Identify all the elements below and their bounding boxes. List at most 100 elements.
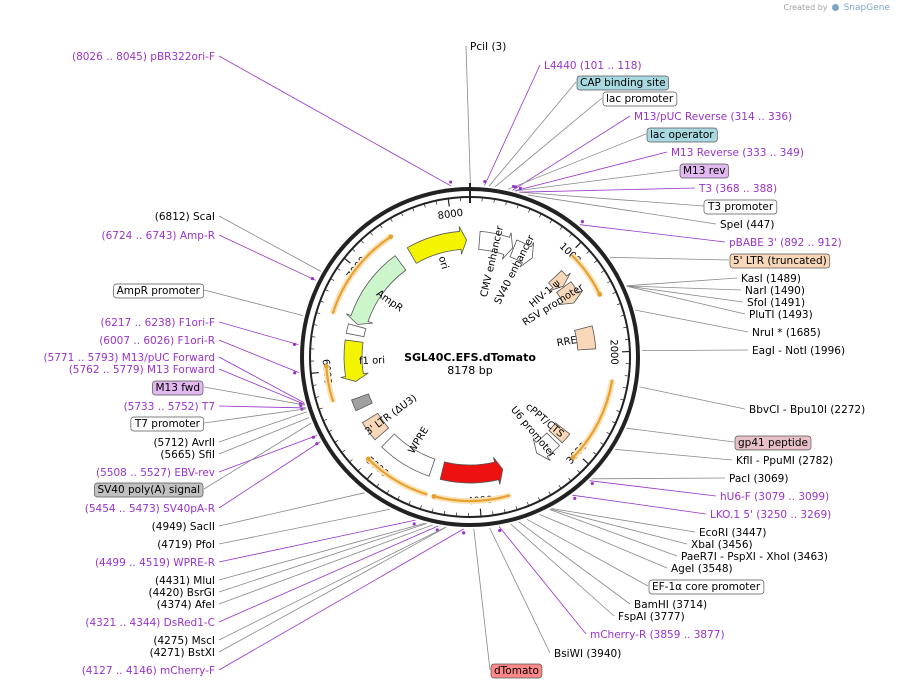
site-label-nari-1490[interactable]: NarI (1490) (745, 285, 805, 297)
feature-cppt-cts[interactable] (548, 422, 571, 444)
feature-3-ltr-u3[interactable] (361, 412, 390, 441)
feature-rsv-promoter[interactable] (555, 281, 584, 306)
site-label-5508-5527-ebv-rev[interactable]: (5508 .. 5527) EBV-rev (96, 467, 215, 479)
feature-tag-ampr-promoter[interactable]: AmpR promoter (117, 285, 201, 297)
leader-mcherry-r-3859-3877 (498, 526, 587, 635)
site-label-5712-avrii[interactable]: (5712) AvrII (153, 437, 215, 449)
minor-tick (526, 501, 530, 506)
site-label-5733-5752-t7[interactable]: (5733 .. 5752) T7 (124, 401, 215, 413)
feature-tag-m13-fwd[interactable]: M13 fwd (155, 382, 200, 394)
feature-ampr[interactable] (346, 255, 407, 325)
primer-mark-5508-5527-ebv-rev (311, 435, 315, 439)
feature-u6-promoter[interactable] (532, 432, 561, 461)
site-label-8026-8045-pbr322ori-f[interactable]: (8026 .. 8045) pBR322ori-F (72, 51, 215, 63)
minor-tick (318, 407, 323, 410)
site-label-nrui-1685[interactable]: NruI * (1685) (752, 327, 821, 339)
site-label-spei-447[interactable]: SpeI (447) (720, 219, 774, 231)
site-label-4321-4344-dsred1-c[interactable]: (4321 .. 4344) DsRed1-C (85, 617, 215, 629)
site-label-4374-afei[interactable]: (4374) AfeI (157, 599, 215, 611)
site-label-4499-4519-wpre-r[interactable]: (4499 .. 4519) WPRE-R (95, 557, 215, 569)
site-label-sfoi-1491[interactable]: SfoI (1491) (747, 297, 805, 309)
primer-mark-6217-6238-f1ori-f (292, 342, 297, 346)
tag-box-m13-fwd (152, 380, 204, 396)
site-label-kfli-ppumi-2782[interactable]: KflI - PpuMI (2782) (736, 455, 833, 467)
feature-sv40-poly-a[interactable] (351, 393, 373, 412)
feature-ampr-promoter[interactable] (345, 323, 367, 338)
minor-tick (577, 469, 581, 474)
leader-paer7i-pspxi-xhoi-3463 (549, 509, 678, 557)
site-label-eagi-noti-1996[interactable]: EagI - NotI (1996) (752, 345, 845, 357)
site-label-4949-sacii[interactable]: (4949) SacII (152, 521, 215, 533)
site-label-4431-mlui[interactable]: (4431) MluI (155, 575, 215, 587)
feature-hiv-1-psi[interactable] (547, 269, 571, 292)
site-label-agei-3548[interactable]: AgeI (3548) (671, 563, 733, 575)
site-label-mcherry-r-3859-3877[interactable]: mCherry-R (3859 .. 3877) (590, 629, 725, 641)
site-label-6217-6238-f1ori-f[interactable]: (6217 .. 6238) F1ori-F (100, 317, 215, 329)
site-label-lko-1-5-3250-3269[interactable]: LKO.1 5' (3250 .. 3269) (710, 509, 831, 521)
primer-mark-8026-8045-pbr322ori-f (449, 180, 453, 184)
primer-mark-4127-4146-mcherry-f (462, 531, 466, 535)
feature-tag-5-ltr-truncated[interactable]: 5' LTR (truncated) (733, 255, 827, 267)
site-label-6812-scai[interactable]: (6812) ScaI (155, 211, 215, 223)
site-label-5454-5473-sv40pa-r[interactable]: (5454 .. 5473) SV40pA-R (85, 503, 215, 515)
site-label-paci-3069[interactable]: PacI (3069) (729, 473, 788, 485)
feature-tag-lac-operator[interactable]: lac operator (650, 129, 714, 141)
leader-lac-operator (507, 133, 647, 190)
leader-pluti-1493 (626, 285, 746, 315)
feature-tag-cap-binding-site[interactable]: CAP binding site (580, 77, 666, 89)
site-label-bamhi-3714[interactable]: BamHI (3714) (634, 599, 707, 611)
site-label-5665-sfii[interactable]: (5665) SfiI (160, 449, 215, 461)
minor-tick (313, 324, 318, 326)
feature-ori[interactable] (406, 226, 468, 264)
feature-tag-m13-rev[interactable]: M13 rev (683, 165, 726, 177)
feature-dtomato[interactable] (439, 457, 504, 485)
feature-tag-dtomato[interactable]: dTomato (494, 665, 539, 677)
feature-sv40-enhancer[interactable] (509, 239, 535, 268)
site-label-paer7i-pspxi-xhoi-3463[interactable]: PaeR7I - PspXI - XhoI (3463) (681, 551, 828, 563)
site-label-5771-5793-m13-puc-forward[interactable]: (5771 .. 5793) M13/pUC Forward (43, 352, 215, 364)
site-label-5762-5779-m13-forward[interactable]: (5762 .. 5779) M13 Forward (69, 364, 215, 376)
site-label-4275-msci[interactable]: (4275) MscI (153, 635, 215, 647)
minor-tick (351, 248, 356, 252)
site-label-bbvci-bpu10i-2272[interactable]: BbvCI - Bpu10I (2272) (749, 404, 865, 416)
site-label-pluti-1493[interactable]: PluTI (1493) (749, 309, 813, 321)
feature-tag-sv40-poly-a-signal[interactable]: SV40 poly(A) signal (97, 484, 200, 496)
feature-cmv-enhancer[interactable] (478, 230, 514, 260)
leader-lko-1-5-3250-3269 (572, 494, 707, 515)
site-label-hu6-f-3079-3099[interactable]: hU6-F (3079 .. 3099) (720, 491, 829, 503)
site-label-fspai-3777[interactable]: FspAI (3777) (618, 611, 685, 623)
feature-rre[interactable] (574, 325, 597, 351)
site-label-kasi-1489[interactable]: KasI (1489) (741, 273, 801, 285)
leader-m13-fwd (203, 386, 305, 406)
leader-bamhi-3714 (518, 521, 631, 605)
feature-tag-t7-promoter[interactable]: T7 promoter (134, 418, 201, 430)
primer-mark-hu6-f-3079-3099 (590, 481, 594, 486)
site-label-4127-4146-mcherry-f[interactable]: (4127 .. 4146) mCherry-F (82, 665, 215, 677)
site-label-pcii-3[interactable]: PciI (3) (470, 41, 506, 53)
feature-tag-gp41-peptide[interactable]: gp41 peptide (738, 437, 808, 449)
site-label-pbabe-3-892-912[interactable]: pBABE 3' (892 .. 912) (729, 237, 842, 249)
leader-5733-5752-t7 (218, 405, 306, 409)
feature-tag-lac-promoter[interactable]: lac promoter (606, 93, 674, 105)
site-label-6724-6743-amp-r[interactable]: (6724 .. 6743) Amp-R (102, 230, 216, 242)
site-label-m13-reverse-333-349[interactable]: M13 Reverse (333 .. 349) (671, 147, 804, 159)
feature-tag-t3-promoter[interactable]: T3 promoter (707, 201, 774, 213)
site-label-t3-368-388[interactable]: T3 (368 .. 388) (698, 183, 777, 195)
leader-sfoi-1491 (626, 285, 744, 303)
feature-f1-ori[interactable] (340, 339, 369, 382)
site-label-bsiwi-3940[interactable]: BsiWI (3940) (554, 648, 621, 660)
label-leader-lines (203, 45, 749, 671)
feature-tag-ef-1-core-promoter[interactable]: EF-1α core promoter (652, 581, 761, 593)
site-label-l4440-101-118[interactable]: L4440 (101 .. 118) (544, 60, 642, 72)
site-label-4719-pfoi[interactable]: (4719) PfoI (157, 539, 215, 551)
site-label-6007-6026-f1ori-r[interactable]: (6007 .. 6026) F1ori-R (99, 335, 215, 347)
minor-tick (360, 239, 364, 244)
feature-wpre[interactable] (381, 433, 436, 477)
site-label-4420-bsrgi[interactable]: (4420) BsrGI (149, 587, 215, 599)
tag-box-5-ltr-truncated (729, 253, 831, 269)
site-label-4271-bstxi[interactable]: (4271) BstXI (150, 647, 215, 659)
site-label-xbai-3456[interactable]: XbaI (3456) (691, 539, 753, 551)
site-label-ecori-3447[interactable]: EcoRI (3447) (699, 527, 766, 539)
leader-sv40-poly-a-signal (203, 422, 312, 490)
site-label-m13-puc-reverse-314-336[interactable]: M13/pUC Reverse (314 .. 336) (634, 111, 792, 123)
